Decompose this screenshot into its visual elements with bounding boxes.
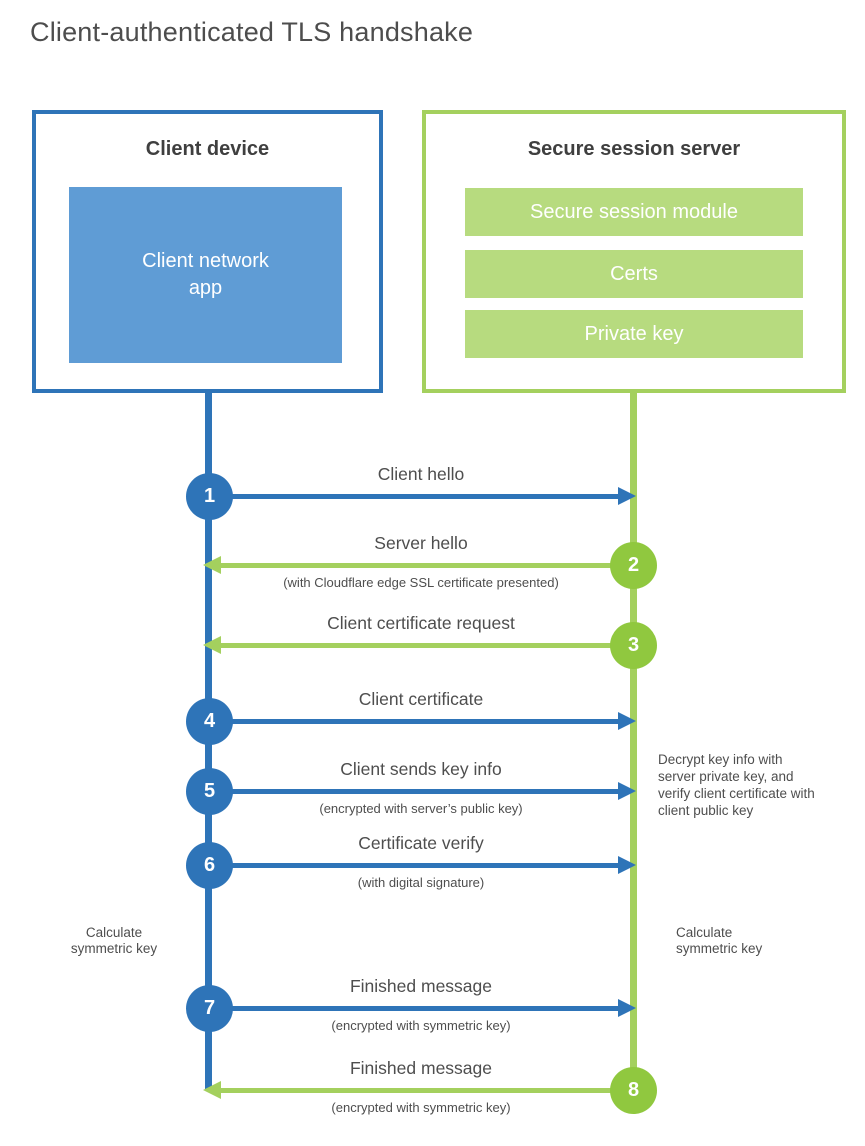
client-network-app-block: Client network app bbox=[69, 187, 342, 363]
step-6-subtext: (with digital signature) bbox=[357, 875, 485, 890]
step-3-label: Client certificate request bbox=[327, 613, 515, 633]
arrow-left-icon bbox=[203, 555, 630, 574]
step-8-subtext: (encrypted with symmetric key) bbox=[331, 1100, 511, 1115]
step-7-badge: 7 bbox=[186, 984, 233, 1032]
client-device-title: Client device bbox=[145, 138, 270, 160]
arrow-right-icon bbox=[212, 855, 636, 874]
decrypt-key-note: Decrypt key info with server private key… bbox=[658, 752, 815, 818]
step-2-label: Server hello bbox=[374, 533, 468, 553]
server-module-bar: Secure session module bbox=[465, 188, 803, 236]
step-3-badge: 3 bbox=[610, 621, 657, 669]
client-device-box: Client device Client network app bbox=[32, 110, 383, 393]
step-6-badge: 6 bbox=[186, 841, 233, 889]
step-7-label: Finished message bbox=[349, 976, 493, 996]
arrow-right-icon bbox=[212, 486, 636, 505]
calculate-symmetric-key-note-server: Calculate symmetric key bbox=[676, 925, 763, 956]
arrow-right-icon bbox=[212, 998, 636, 1017]
step-7-subtext: (encrypted with symmetric key) bbox=[331, 1018, 511, 1033]
step-4-label: Client certificate bbox=[358, 689, 484, 709]
step-5-subtext: (encrypted with server’s public key) bbox=[319, 801, 523, 816]
step-2-subtext: (with Cloudflare edge SSL certificate pr… bbox=[283, 575, 559, 590]
page-title: Client-authenticated TLS handshake bbox=[30, 17, 474, 47]
server-lifeline bbox=[630, 393, 637, 1092]
arrow-left-icon bbox=[203, 1080, 630, 1099]
arrow-right-icon bbox=[212, 781, 636, 800]
step-4-badge: 4 bbox=[186, 697, 233, 745]
step-1-label: Client hello bbox=[377, 464, 465, 484]
step-5-label: Client sends key info bbox=[340, 759, 502, 779]
secure-session-server-title: Secure session server bbox=[527, 138, 741, 160]
step-5-badge: 5 bbox=[186, 767, 233, 815]
secure-session-server-box: Secure session server Secure session mod… bbox=[422, 110, 846, 393]
step-8-badge: 8 bbox=[610, 1066, 657, 1114]
client-network-app-label: Client network app bbox=[142, 250, 269, 299]
step-2-badge: 2 bbox=[610, 541, 657, 589]
calculate-symmetric-key-note-client: Calculate symmetric key bbox=[70, 925, 158, 956]
server-module-bar: Private key bbox=[465, 310, 803, 358]
step-8-label: Finished message bbox=[349, 1058, 493, 1078]
step-1-badge: 1 bbox=[186, 472, 233, 520]
arrow-right-icon bbox=[212, 711, 636, 730]
server-module-bar: Certs bbox=[465, 250, 803, 298]
arrow-left-icon bbox=[203, 635, 630, 654]
step-6-label: Certificate verify bbox=[358, 833, 484, 853]
